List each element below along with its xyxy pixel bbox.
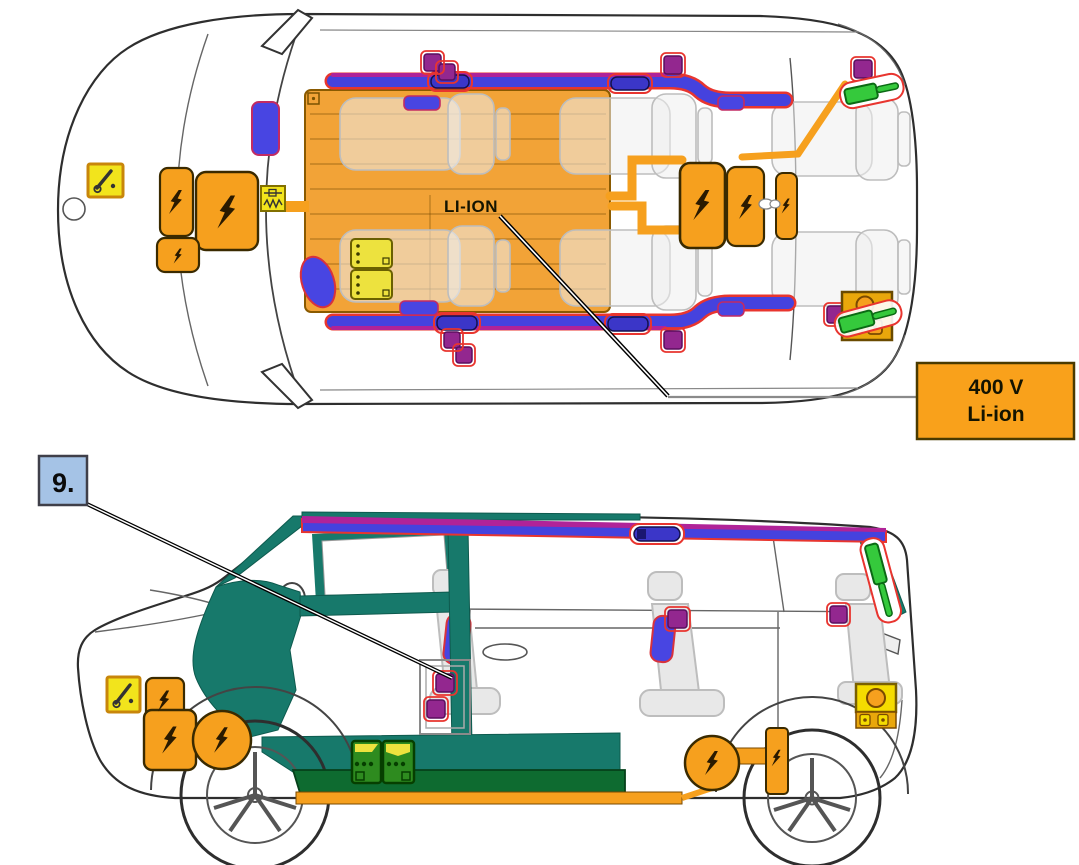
step-marker-label: 9. bbox=[52, 468, 75, 498]
mirror-right bbox=[260, 362, 314, 410]
door-handle bbox=[482, 643, 528, 661]
hv-cable-sill bbox=[295, 791, 683, 805]
gas-strut-icon-rear-bottom bbox=[833, 299, 903, 338]
battery-leader-line bbox=[498, 214, 917, 399]
pyro-fuse-icon bbox=[260, 185, 286, 212]
battery-12v-icon-top bbox=[350, 238, 393, 300]
gas-strut-icon-side bbox=[859, 537, 903, 624]
hv-component-icons-front bbox=[155, 166, 260, 274]
step-9-marker: 9. bbox=[37, 454, 453, 680]
service-pin-icon-side bbox=[105, 675, 142, 714]
seat-airbag-modules-top bbox=[399, 95, 745, 317]
pretensioner-icons-side bbox=[423, 602, 851, 722]
front-door-window bbox=[312, 528, 458, 606]
cowl-band bbox=[299, 591, 453, 617]
roof-edge-top bbox=[319, 29, 859, 33]
callout-line1: 400 V bbox=[969, 376, 1024, 399]
hv-components-rear-side bbox=[681, 727, 789, 801]
hv-components-front-side bbox=[142, 676, 253, 772]
front-left-seat bbox=[339, 93, 511, 175]
b-pillar bbox=[447, 527, 473, 749]
battery-label: LI-ION bbox=[444, 197, 498, 216]
front-airbag-module bbox=[251, 101, 280, 156]
hv-cables-top bbox=[283, 80, 849, 235]
curtain-airbag-side bbox=[301, 516, 887, 545]
battery-12v-icon-side bbox=[350, 739, 416, 785]
gas-strut-icon-rear-top bbox=[839, 72, 905, 110]
mirror-left bbox=[260, 8, 314, 56]
vehicle-top-view: LI-ION 400 V Li-ion bbox=[56, 8, 1076, 441]
driver-airbag-oval bbox=[299, 255, 337, 309]
battery-voltage-callout: 400 V Li-ion bbox=[915, 361, 1076, 441]
service-pin-icon bbox=[86, 162, 125, 199]
hv-battery-floor bbox=[291, 769, 626, 794]
callout-line2: Li-ion bbox=[967, 403, 1024, 426]
rear-corner-lines bbox=[837, 23, 906, 397]
vehicle-side-view: 9. bbox=[37, 454, 918, 865]
charge-port-icon-side bbox=[854, 682, 898, 729]
front-emblem bbox=[62, 197, 86, 221]
rear-left-seat bbox=[771, 97, 911, 181]
hv-component-icons-rear bbox=[678, 161, 798, 250]
mat-handle-icon bbox=[307, 92, 320, 105]
roof-edge-bottom bbox=[319, 387, 859, 391]
